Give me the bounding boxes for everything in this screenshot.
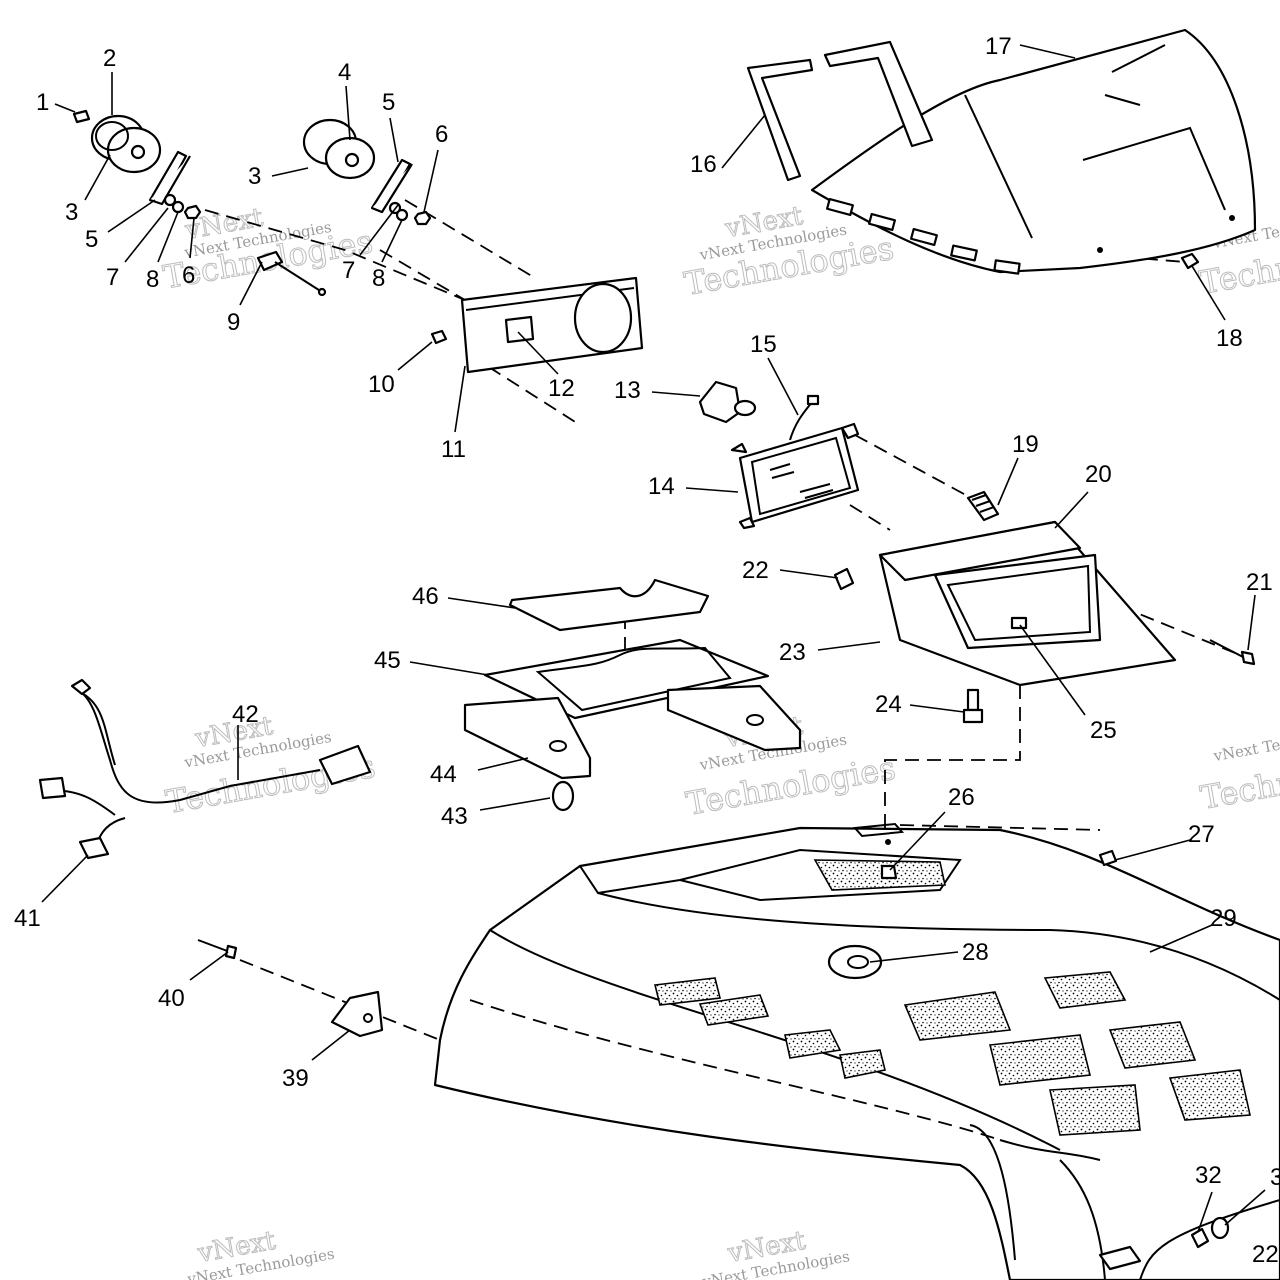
callout-4: 4 bbox=[338, 59, 351, 86]
leader-lines bbox=[41, 44, 1266, 1233]
callout-6: 6 bbox=[182, 262, 195, 289]
callout-28: 28 bbox=[962, 939, 989, 966]
callout-5: 5 bbox=[382, 89, 395, 116]
pin-40 bbox=[197, 939, 238, 960]
callout-3: 3 bbox=[248, 163, 261, 190]
callout-26: 26 bbox=[948, 784, 975, 811]
callout-15: 15 bbox=[750, 331, 777, 358]
gauge-assembly-right bbox=[302, 118, 432, 226]
rivet-18 bbox=[1180, 252, 1200, 270]
callout-20: 20 bbox=[1085, 461, 1112, 488]
callout-43: 43 bbox=[441, 803, 468, 830]
dash-plate bbox=[430, 276, 644, 374]
callout-40: 40 bbox=[158, 985, 185, 1012]
callout-17: 17 bbox=[985, 33, 1012, 60]
callout-16: 16 bbox=[690, 151, 717, 178]
callout-9: 9 bbox=[227, 309, 240, 336]
callout-44: 44 bbox=[430, 761, 457, 788]
callout-25: 25 bbox=[1090, 717, 1117, 744]
callout-23: 23 bbox=[779, 639, 806, 666]
callout-13: 13 bbox=[614, 377, 641, 404]
bolt-24 bbox=[962, 688, 984, 724]
callout-22: 22 bbox=[1252, 1241, 1279, 1268]
callout-6: 6 bbox=[435, 121, 448, 148]
wire-harness bbox=[38, 678, 372, 860]
bracket-stack bbox=[463, 578, 802, 812]
bracket-39 bbox=[330, 990, 384, 1038]
callout-46: 46 bbox=[412, 583, 439, 610]
hood bbox=[433, 822, 1280, 1280]
callout-29: 29 bbox=[1210, 905, 1237, 932]
spring-19 bbox=[966, 490, 1000, 522]
callout-12: 12 bbox=[548, 375, 575, 402]
callout-7: 7 bbox=[342, 257, 355, 284]
callout-39: 39 bbox=[282, 1065, 309, 1092]
callout-31: 31 bbox=[1270, 1164, 1280, 1191]
callout-24: 24 bbox=[875, 691, 902, 718]
callout-7: 7 bbox=[106, 264, 119, 291]
screw-21 bbox=[1209, 639, 1256, 666]
callout-8: 8 bbox=[146, 266, 159, 293]
callout-11: 11 bbox=[441, 436, 466, 463]
callout-labels: 1 2 3 3 31 4 5 5 6 6 7 7 8 8 9 10 11 12 … bbox=[14, 33, 1280, 1268]
callout-14: 14 bbox=[648, 473, 675, 500]
callout-18: 18 bbox=[1216, 325, 1243, 352]
wire-15 bbox=[789, 394, 820, 441]
headlight-bulb bbox=[698, 380, 757, 424]
callout-21: 21 bbox=[1246, 569, 1273, 596]
callout-1: 1 bbox=[36, 89, 49, 116]
headlight-bezel bbox=[878, 520, 1177, 687]
callout-42: 42 bbox=[232, 701, 259, 728]
callout-8: 8 bbox=[372, 265, 385, 292]
headlight-housing bbox=[730, 422, 860, 530]
callout-3: 3 bbox=[65, 199, 78, 226]
callout-45: 45 bbox=[374, 647, 401, 674]
windshield bbox=[810, 28, 1257, 275]
callout-10: 10 bbox=[368, 371, 395, 398]
callout-22: 22 bbox=[742, 557, 769, 584]
callout-19: 19 bbox=[1012, 431, 1039, 458]
callout-5: 5 bbox=[85, 226, 98, 253]
clip-22 bbox=[833, 567, 855, 591]
callout-2: 2 bbox=[103, 45, 116, 72]
watermark-small: vNext Technologies bbox=[1211, 721, 1280, 765]
callout-41: 41 bbox=[14, 905, 41, 932]
callout-32: 32 bbox=[1195, 1162, 1222, 1189]
windshield-trim bbox=[746, 40, 934, 182]
callout-27: 27 bbox=[1188, 821, 1215, 848]
